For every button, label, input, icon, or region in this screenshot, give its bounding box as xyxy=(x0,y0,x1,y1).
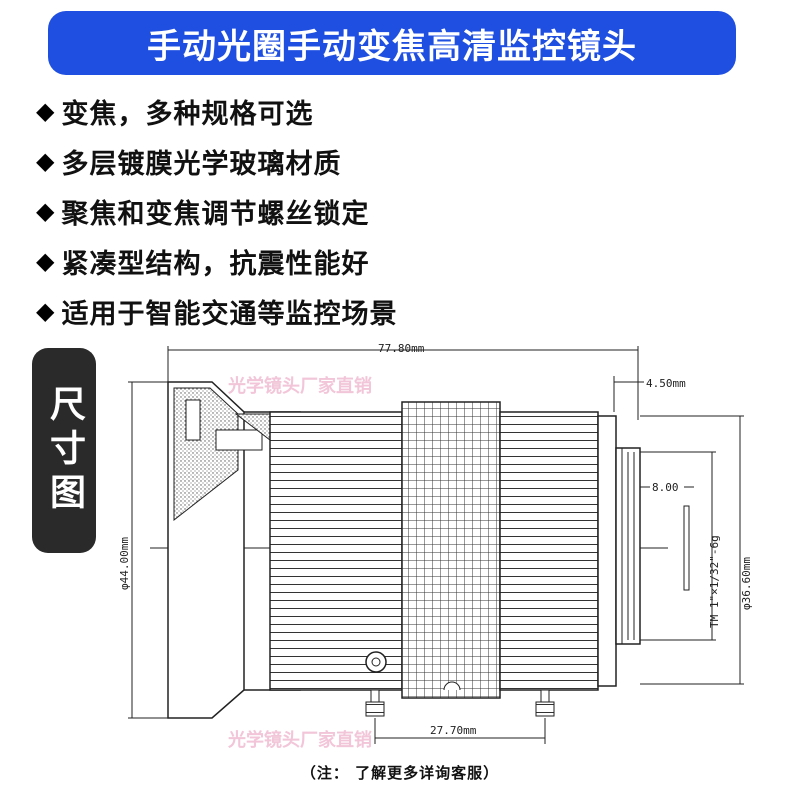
feature-text: 多层镀膜光学玻璃材质 xyxy=(61,148,342,180)
screw-spacing-dimension: 27.70mm xyxy=(374,718,546,744)
rear-diameter-dimension: φ36.60mm xyxy=(640,415,753,685)
screw-spacing-label: 27.70mm xyxy=(430,724,477,737)
back-offset-dimension: 4.50mm xyxy=(613,376,686,412)
feature-item: ◆聚焦和变焦调节螺丝锁定 xyxy=(36,186,397,236)
lens-body xyxy=(167,381,641,719)
outer-diameter-label: φ44.00mm xyxy=(118,537,131,590)
feature-text: 适用于智能交通等监控场景 xyxy=(61,298,398,330)
locking-screw-icon xyxy=(365,651,461,691)
overall-length-label: 77.80mm xyxy=(378,342,425,355)
feature-text: 聚焦和变焦调节螺丝锁定 xyxy=(61,198,370,230)
feature-item: ◆适用于智能交通等监控场景 xyxy=(36,286,397,336)
diamond-bullet-icon: ◆ xyxy=(36,97,56,125)
watermark-top: 光学镜头厂家直销 xyxy=(227,375,372,397)
back-offset-label: 4.50mm xyxy=(646,377,686,390)
outer-diameter-dimension: φ44.00mm xyxy=(118,381,172,719)
dimension-drawing-label: 尺寸图 xyxy=(32,348,96,553)
diamond-bullet-icon: ◆ xyxy=(36,297,56,325)
watermark-bottom: 光学镜头厂家直销 xyxy=(227,729,372,751)
focus-screw-icon xyxy=(365,689,385,717)
thread-dimension: TM 1"×1/32"-6g xyxy=(640,451,721,641)
feature-item: ◆紧凑型结构，抗震性能好 xyxy=(36,236,397,286)
overall-length-dimension: 77.80mm xyxy=(167,342,639,420)
rear-diameter-label: φ36.60mm xyxy=(740,557,753,610)
feature-item: ◆变焦，多种规格可选 xyxy=(36,86,397,136)
feature-text: 紧凑型结构，抗震性能好 xyxy=(61,248,370,280)
flange-dimension: 8.00 xyxy=(640,481,694,494)
diamond-bullet-icon: ◆ xyxy=(36,197,56,225)
zoom-screw-icon xyxy=(535,689,555,717)
title-banner: 手动光圈手动变焦高清监控镜头 xyxy=(48,11,736,75)
page-title: 手动光圈手动变焦高清监控镜头 xyxy=(147,26,637,67)
flange-label: 8.00 xyxy=(652,481,679,494)
feature-text: 变焦，多种规格可选 xyxy=(61,98,314,130)
diamond-bullet-icon: ◆ xyxy=(36,247,56,275)
side-label-text: 尺寸图 xyxy=(44,384,85,517)
footnote: （注： 了解更多详询客服） xyxy=(300,764,500,782)
thread-label: TM 1"×1/32"-6g xyxy=(708,535,721,628)
feature-item: ◆多层镀膜光学玻璃材质 xyxy=(36,136,397,186)
diamond-bullet-icon: ◆ xyxy=(36,147,56,175)
feature-list: ◆变焦，多种规格可选 ◆多层镀膜光学玻璃材质 ◆聚焦和变焦调节螺丝锁定 ◆紧凑型… xyxy=(36,86,397,336)
